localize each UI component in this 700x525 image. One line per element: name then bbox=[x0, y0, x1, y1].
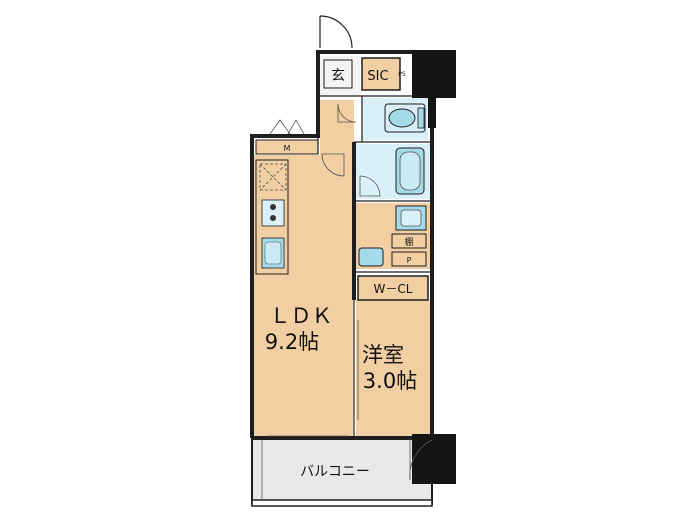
western-room-floor bbox=[356, 300, 430, 438]
bathtub-inner bbox=[399, 151, 421, 191]
balcony-side-door-swing bbox=[409, 439, 433, 481]
stove bbox=[261, 199, 285, 227]
washbasin-bowl bbox=[400, 209, 422, 227]
ps-label-top: PS bbox=[398, 71, 406, 78]
corridor-door-swing bbox=[337, 103, 357, 123]
western-room-name: 洋室 bbox=[362, 343, 404, 367]
entry-door-swing bbox=[319, 15, 353, 49]
bath-door-swing bbox=[359, 175, 381, 197]
burner-icon bbox=[270, 204, 276, 210]
column-lower-right bbox=[412, 434, 456, 484]
western-room-size: 3.0帖 bbox=[363, 369, 417, 393]
burner-icon bbox=[270, 215, 276, 221]
ps-box-bottom bbox=[391, 251, 427, 267]
window-swing-left bbox=[269, 119, 291, 135]
ldk-name: ＬＤＫ bbox=[270, 304, 333, 328]
shoe-in-closet bbox=[361, 57, 401, 91]
walk-in-closet bbox=[357, 275, 429, 301]
column-top-right bbox=[412, 50, 456, 98]
balcony-area bbox=[251, 437, 433, 505]
laundry-pan bbox=[358, 247, 384, 267]
sic-label: SIC bbox=[367, 69, 388, 84]
ldk-door-swing bbox=[321, 153, 345, 177]
shelf-box bbox=[391, 233, 427, 249]
fridge-space bbox=[259, 163, 287, 191]
toilet-tank bbox=[417, 107, 425, 129]
column-small bbox=[428, 98, 436, 128]
balcony-label: バルコニー bbox=[300, 464, 370, 480]
corridor-floor bbox=[320, 100, 354, 180]
genkan-label: 玄 bbox=[331, 67, 345, 84]
genkan-box bbox=[323, 59, 353, 89]
wcl-label: W－CL bbox=[374, 282, 413, 296]
shelf-label: 棚 bbox=[404, 236, 413, 248]
ps-label-bottom: P bbox=[407, 256, 412, 265]
window-swing-right bbox=[287, 119, 305, 135]
toilet-bowl bbox=[388, 108, 416, 128]
ldk-size: 9.2帖 bbox=[265, 330, 319, 354]
balcony-railing bbox=[251, 499, 433, 507]
sink-bowl bbox=[264, 241, 282, 265]
storage-m-label: M bbox=[284, 144, 291, 153]
